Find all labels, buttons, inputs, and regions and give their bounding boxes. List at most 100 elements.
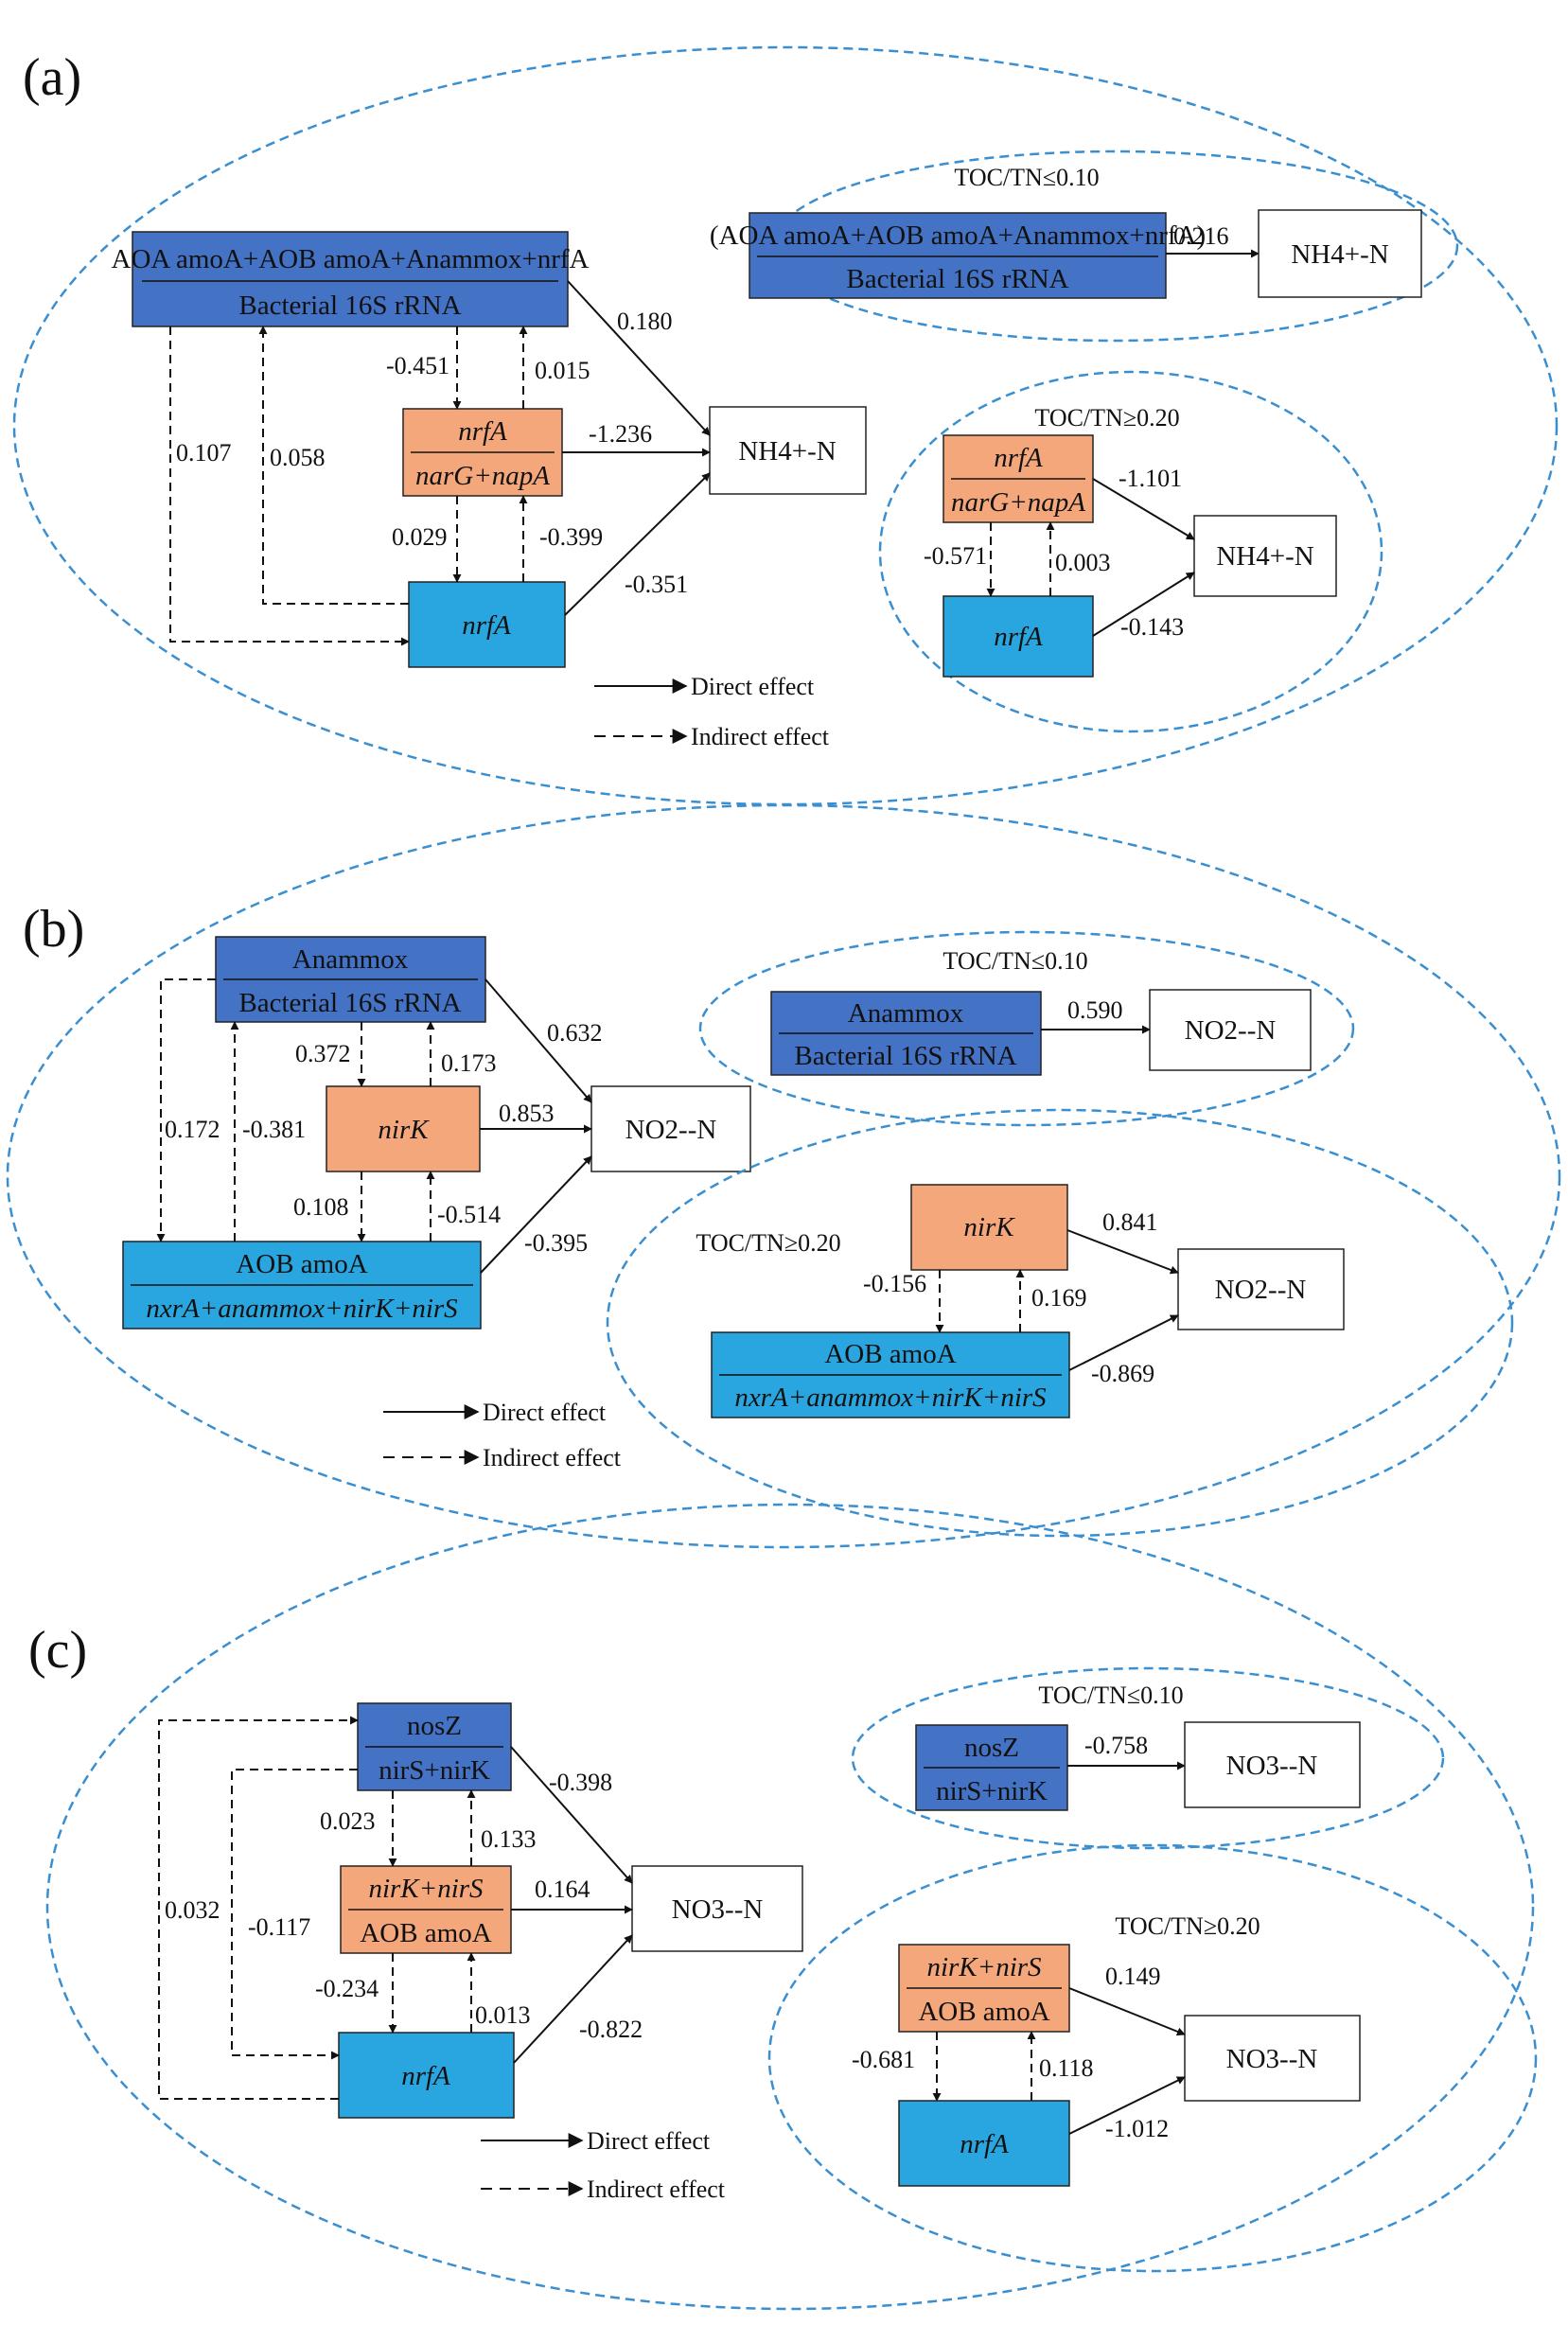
panel-b-coef-left-inner: -0.381: [242, 1116, 306, 1143]
panel-a-sub-high-coef-mid-target: -1.101: [1119, 465, 1182, 492]
panel-c-sub-high-coef-bot-mid: 0.118: [1039, 2054, 1094, 2082]
panel-a-coef-top-target: 0.180: [617, 308, 673, 335]
panel-a-sub-high-target: NH4+-N: [1216, 541, 1313, 572]
panel-c-coef-left-outer: 0.032: [165, 1896, 220, 1924]
panel-b-sub-high-bot-line1: AOB amoA: [824, 1339, 956, 1369]
panel-a-coef-top-mid: -0.451: [386, 352, 449, 379]
panel-c-coef-bot-mid: 0.013: [475, 2001, 531, 2029]
panel-b-target-label: NO2--N: [625, 1115, 717, 1145]
panel-b-legend: Direct effect Indirect effect: [383, 1399, 622, 1471]
panel-a-coef-bot-target: -0.351: [625, 571, 688, 598]
panel-c-coef-mid-top: 0.133: [481, 1825, 537, 1853]
panel-b-sub-high-bot-line2: nxrA+anammox+nirK+nirS: [734, 1383, 1047, 1413]
panel-c-sub-high-mid-line2: AOB amoA: [918, 1997, 1049, 2027]
panel-c-legend-direct: Direct effect: [587, 2127, 711, 2155]
panel-a-bot-box-label: nrfA: [462, 610, 511, 641]
panel-b-letter: (b): [23, 900, 84, 959]
panel-b-sub-low-target: NO2--N: [1185, 1015, 1277, 1046]
panel-b-sub-low: TOC/TN≤0.10 Anammox Bacterial 16S rRNA 0…: [698, 930, 1355, 1127]
panel-a-target-label: NH4+-N: [738, 436, 836, 467]
panel-b-mid-box-label: nirK: [378, 1115, 430, 1145]
panel-a-sub-high-mid-line2: narG+napA: [951, 487, 1085, 518]
panel-b-sub-high-coef-bot-target: -0.869: [1091, 1360, 1154, 1387]
panel-a-sub-low-box-line2: Bacterial 16S rRNA: [846, 264, 1068, 294]
panel-a-coef-mid-target: -1.236: [589, 420, 652, 448]
panel-c-sub-low-heading: TOC/TN≤0.10: [1038, 1682, 1183, 1709]
panel-b-mid-box: nirK: [326, 1085, 481, 1172]
panel-c-sub-low-box-line1: nosZ: [964, 1733, 1019, 1763]
panel-b-top-box: Anammox Bacterial 16S rRNA: [215, 936, 486, 1023]
panel-b-sub-high: TOC/TN≥0.20 nirK AOB amoA nxrA+anammox+n…: [606, 1108, 1514, 1538]
panel-b-sub-high-coef-bot-mid: 0.169: [1031, 1284, 1087, 1312]
panel-b-coef-top-mid: 0.372: [295, 1040, 351, 1067]
panel-c-sub-high-coef-mid-bot: -0.681: [852, 2046, 915, 2073]
panel-c-coef-bot-target: -0.822: [579, 2016, 643, 2043]
panel-a-sub-low-coef: 0.216: [1173, 222, 1229, 250]
panel-a-sub-low-target: NH4+-N: [1291, 239, 1388, 270]
panel-a-mid-box: nrfA narG+napA: [402, 408, 563, 497]
panel-a-sub-low-box-line1: (AOA amoA+AOB amoA+Anammox+nrfA): [710, 220, 1206, 251]
panel-a-letter: (a): [23, 48, 81, 107]
panel-c-mid-box-line1: nirK+nirS: [368, 1874, 484, 1904]
panel-a-top-box-line1: AOA amoA+AOB amoA+Anammox+nrfA: [112, 244, 590, 274]
panel-b-coef-bot-mid: -0.514: [437, 1201, 501, 1228]
panel-c-letter: (c): [28, 1621, 87, 1680]
panel-c-top-box: nosZ nirS+nirK: [357, 1702, 512, 1791]
panel-c-sub-high-coef-bot-target: -1.012: [1105, 2115, 1169, 2142]
panel-a-legend: Direct effect Indirect effect: [594, 673, 830, 750]
panel-c-legend: Direct effect Indirect effect: [481, 2127, 726, 2203]
panel-c-legend-indirect: Indirect effect: [587, 2175, 726, 2203]
panel-a-sub-high-coef-bot-target: -0.143: [1120, 613, 1184, 641]
panel-c-top-box-line2: nirS+nirK: [379, 1755, 490, 1786]
panel-a-sub-high-coef-bot-mid: 0.003: [1055, 549, 1111, 576]
panel-c-coef-top-mid: 0.023: [320, 1807, 376, 1835]
panel-a-coef-bot-mid: -0.399: [539, 523, 603, 551]
panel-a-arrow-top-target: [567, 280, 711, 436]
panel-b-sub-low-coef: 0.590: [1067, 996, 1123, 1024]
panel-b-sub-high-coef-mid-bot: -0.156: [863, 1270, 926, 1297]
panel-b-target-box: NO2--N: [590, 1085, 751, 1172]
panel-a-legend-indirect: Indirect effect: [691, 723, 830, 750]
panel-a-coef-mid-top: 0.015: [535, 357, 590, 384]
panel-a-sub-high-bot-label: nrfA: [994, 622, 1043, 652]
panel-c-sub-low-coef: -0.758: [1084, 1732, 1148, 1759]
panel-a-top-box-line2: Bacterial 16S rRNA: [238, 291, 461, 321]
panel-a-arrow-left-inner: [258, 326, 409, 605]
panel-c-coef-mid-target: 0.164: [535, 1876, 590, 1903]
panel-b-sub-high-coef-mid-target: 0.841: [1102, 1208, 1158, 1236]
panel-c-sub-high-bot-label: nrfA: [960, 2129, 1009, 2159]
panel-c-top-box-line1: nosZ: [407, 1711, 462, 1741]
panel-c-coef-mid-bot: -0.234: [315, 1975, 379, 2002]
panel-b-coef-bot-target: -0.395: [524, 1229, 588, 1257]
panel-a-sub-high-coef-mid-bot: -0.571: [924, 542, 987, 570]
panel-b-coef-top-target: 0.632: [547, 1019, 603, 1047]
panel-b-coef-mid-bot: 0.108: [293, 1193, 349, 1221]
panel-a-sub-high-mid-line1: nrfA: [994, 443, 1043, 473]
panel-c-bot-box: nrfA: [338, 2032, 515, 2119]
panel-b-legend-indirect: Indirect effect: [483, 1444, 622, 1471]
panel-c-sub-high: TOC/TN≥0.20 nirK+nirS AOB amoA nrfA NO3-…: [767, 1843, 1538, 2273]
panel-a-sub-low-heading: TOC/TN≤0.10: [954, 164, 1099, 191]
panel-c-mid-box-line2: AOB amoA: [360, 1918, 491, 1948]
panel-c-target-box: NO3--N: [631, 1865, 803, 1952]
panel-a-coef-mid-bot: 0.029: [392, 523, 448, 551]
panel-b-sub-low-heading: TOC/TN≤0.10: [943, 947, 1087, 975]
panel-b: (b) Anammox Bacterial 16S rRNA nirK AOB …: [6, 803, 1561, 1549]
panel-c-outer-ellipse: [45, 1503, 1535, 2311]
panel-a-coef-left-inner: 0.058: [270, 444, 326, 471]
panel-b-sub-high-target: NO2--N: [1215, 1275, 1307, 1305]
panel-b-bot-box-line1: AOB amoA: [236, 1249, 367, 1279]
panel-c-sub-high-target: NO3--N: [1226, 2044, 1318, 2074]
panel-a-arrow-left-outer: [169, 326, 410, 646]
panel-c-mid-box: nirK+nirS AOB amoA: [340, 1865, 512, 1954]
panel-c-sub-high-coef-mid-target: 0.149: [1105, 1963, 1161, 1990]
panel-c-coef-top-target: -0.398: [549, 1769, 612, 1796]
panel-b-coef-mid-top: 0.173: [441, 1049, 497, 1077]
panel-a-sub-high: TOC/TN≥0.20 nrfA narG+napA nrfA NH4+-N -…: [878, 370, 1383, 733]
panel-c-sub-low-box-line2: nirS+nirK: [936, 1776, 1048, 1806]
panel-a: (a) AOA amoA+AOB amoA+Anammox+nrfA Bacte…: [12, 45, 1559, 806]
panel-c-bot-box-label: nrfA: [401, 2061, 450, 2091]
panel-a-sub-low: TOC/TN≤0.10 (AOA amoA+AOB amoA+Anammox+n…: [710, 150, 1459, 343]
panel-b-bot-box: AOB amoA nxrA+anammox+nirK+nirS: [122, 1241, 482, 1330]
